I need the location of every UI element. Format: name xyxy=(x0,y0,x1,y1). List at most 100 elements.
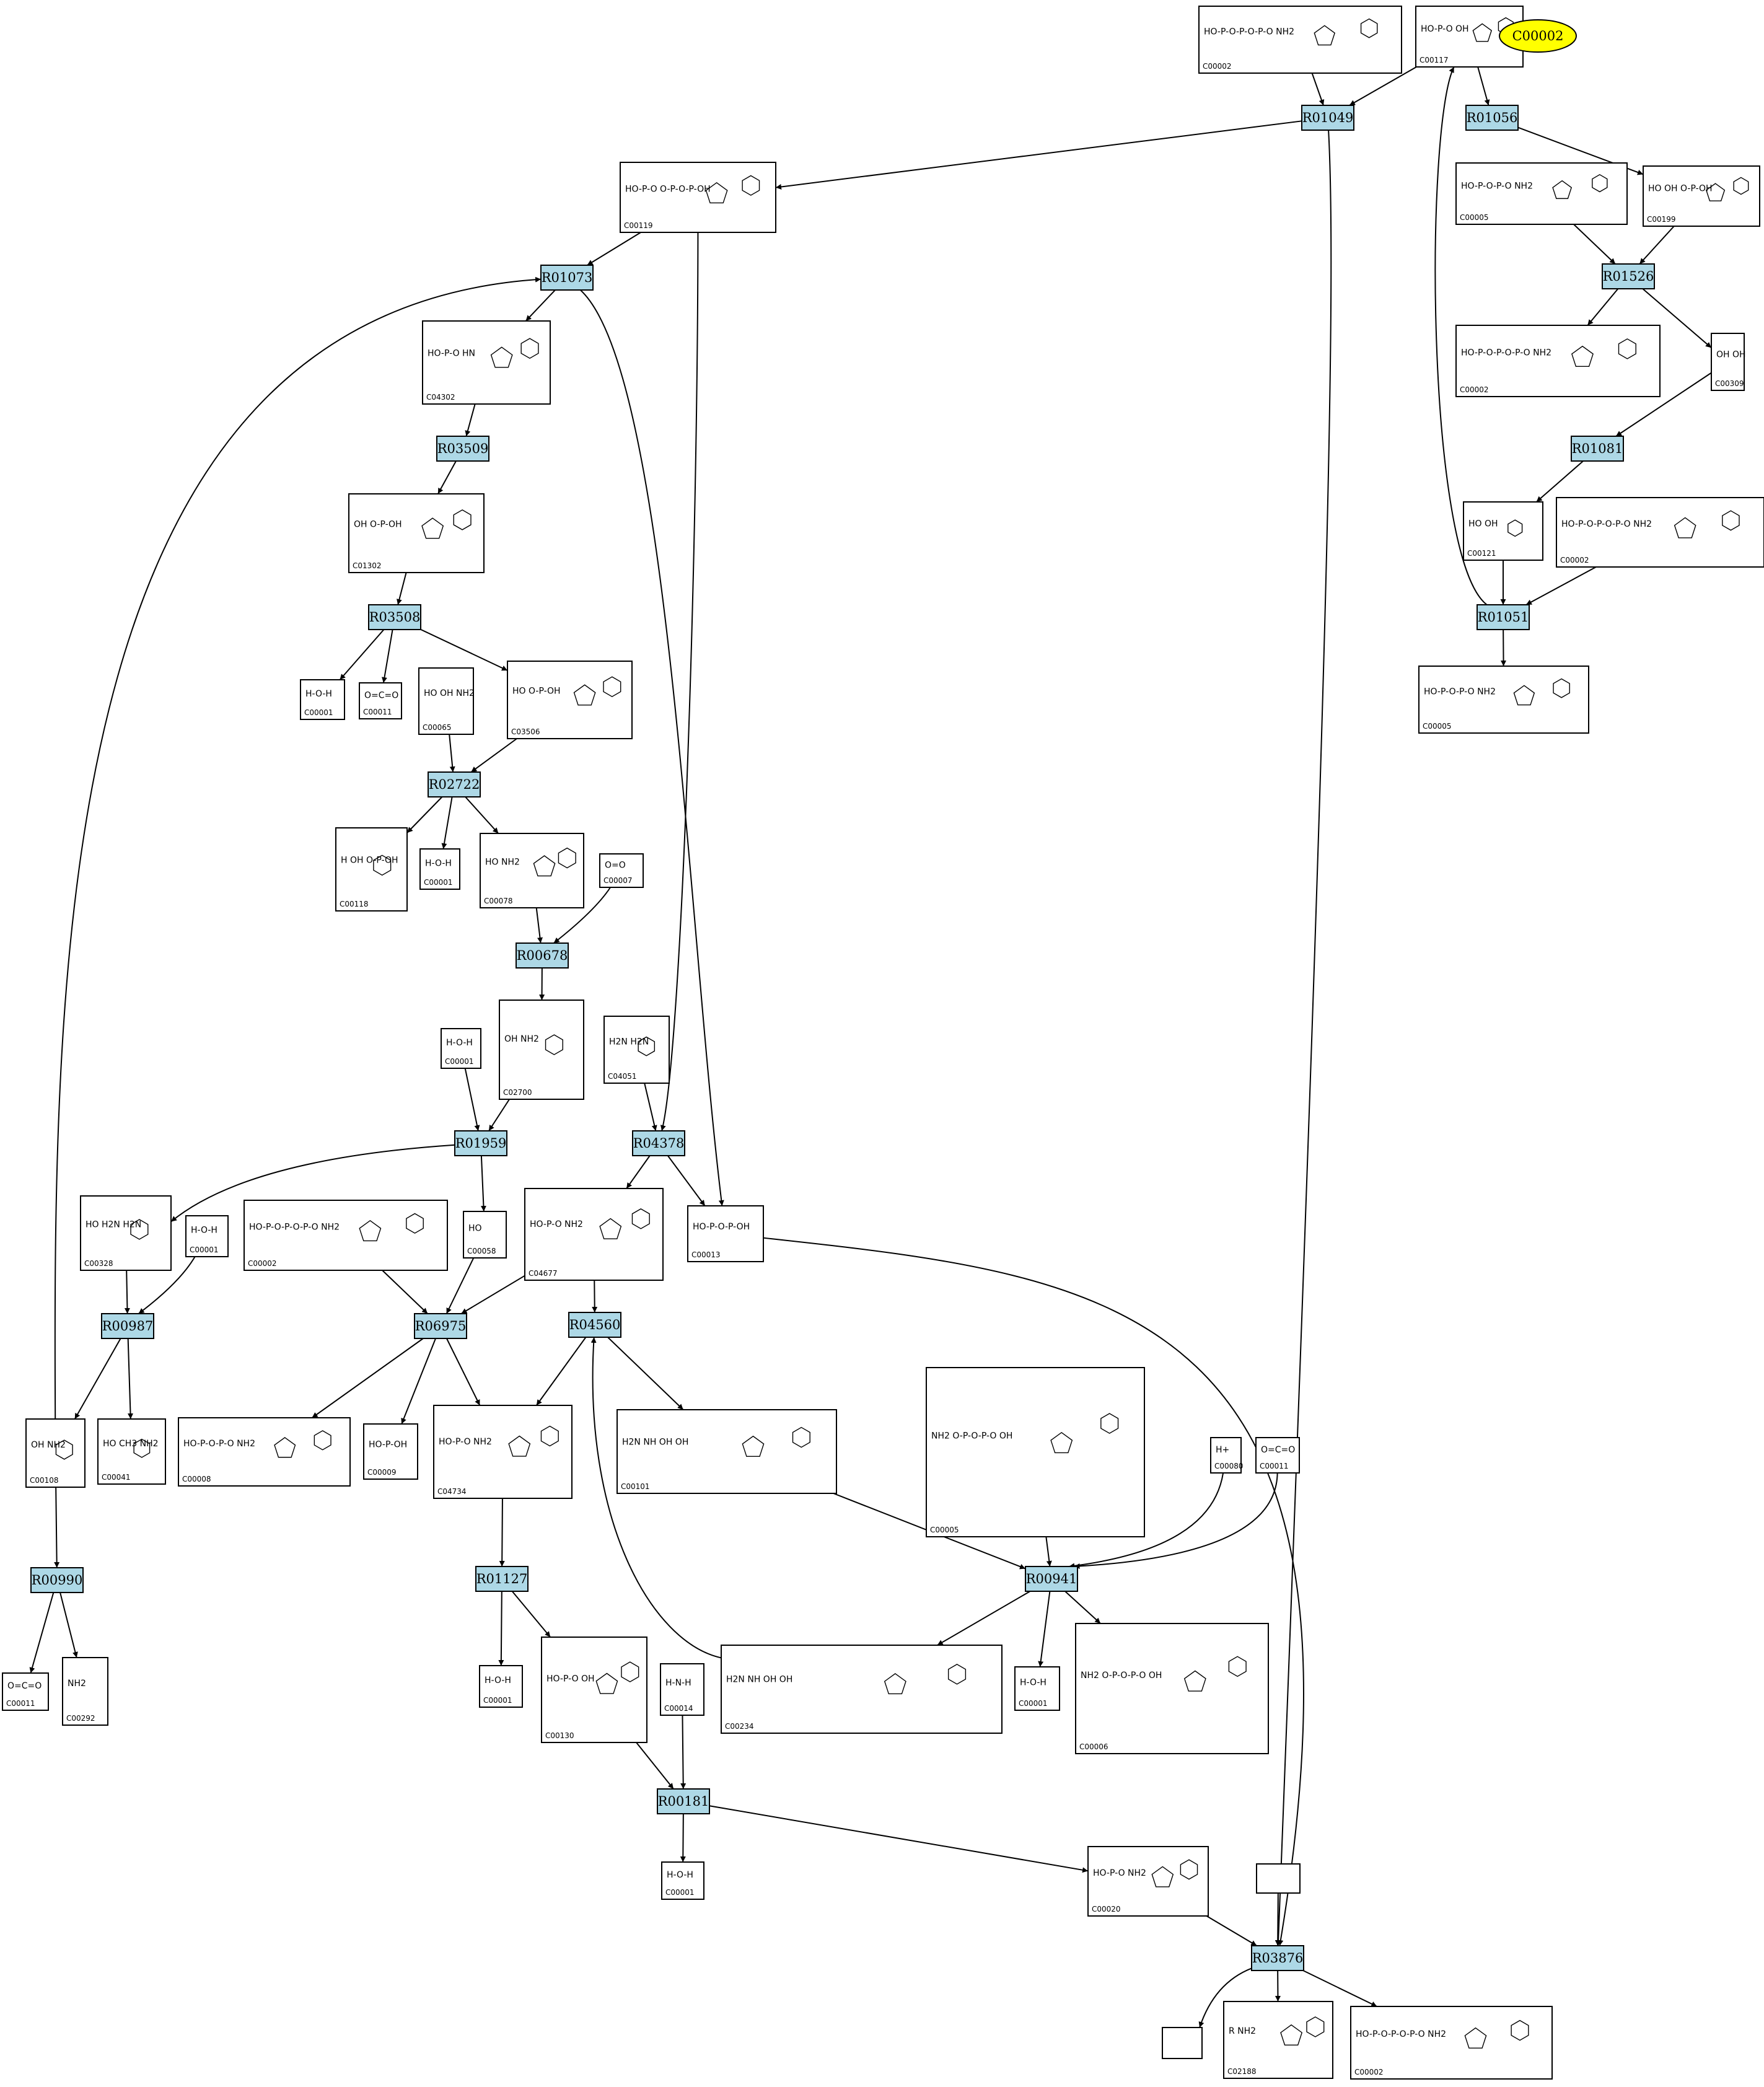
reaction-r01049[interactable]: R01049 xyxy=(1301,105,1354,131)
reaction-r00990[interactable]: R00990 xyxy=(30,1567,84,1593)
structure-text: HO-P-O-P-O NH2 xyxy=(1424,687,1496,696)
reaction-r00678[interactable]: R00678 xyxy=(516,942,569,969)
reaction-r01056[interactable]: R01056 xyxy=(1465,105,1519,131)
structure-ring xyxy=(406,1213,424,1234)
reaction-r00987[interactable]: R00987 xyxy=(101,1313,154,1339)
highlight-compound-c00002[interactable]: C00002 xyxy=(1499,19,1577,53)
edge-R04560-to-c00101 xyxy=(607,1337,684,1410)
compound-box xyxy=(348,493,485,573)
structure-ring xyxy=(373,855,392,876)
structure-ring xyxy=(314,1430,331,1451)
reaction-r02722[interactable]: R02722 xyxy=(428,771,481,797)
structure-text: H2N NH OH OH xyxy=(726,1675,792,1685)
compound-empty1[interactable] xyxy=(1256,1863,1301,1894)
edge-R01959-to-c00058 xyxy=(480,1155,486,1212)
reaction-r00941[interactable]: R00941 xyxy=(1025,1566,1078,1592)
compound-id-label: C04302 xyxy=(426,393,455,402)
structure-ring xyxy=(558,847,576,869)
reaction-r01127[interactable]: R01127 xyxy=(475,1566,529,1592)
structure-text: H-O-H xyxy=(446,1038,473,1048)
structure-ring xyxy=(359,1219,382,1242)
structure-text: HO-P-O-P-O NH2 xyxy=(183,1439,255,1449)
structure-ring xyxy=(1228,1656,1247,1677)
reaction-label: R03508 xyxy=(369,610,421,625)
edge-c00078-to-R00678 xyxy=(535,907,543,944)
structure-ring xyxy=(1180,1859,1198,1880)
structure-text: HO-P-O-P-O-P-O NH2 xyxy=(1204,27,1294,37)
structure-ring xyxy=(884,1673,906,1695)
compound-c00080[interactable]: H+C00080 xyxy=(1210,1437,1244,1474)
reaction-r01073[interactable]: R01073 xyxy=(540,265,594,291)
compound-id-label: C00292 xyxy=(66,1714,95,1723)
reaction-r06975[interactable]: R06975 xyxy=(414,1313,467,1339)
reaction-r03876[interactable]: R03876 xyxy=(1251,1945,1304,1971)
structure-ring xyxy=(1552,180,1573,200)
reaction-r01081[interactable]: R01081 xyxy=(1571,436,1624,462)
reaction-r03508[interactable]: R03508 xyxy=(368,604,421,630)
structure-text: OH O-P-OH xyxy=(354,519,402,529)
reaction-r01526[interactable]: R01526 xyxy=(1602,263,1655,289)
structure-ring xyxy=(453,509,472,530)
structure-ring xyxy=(603,676,621,698)
reaction-r01959[interactable]: R01959 xyxy=(454,1130,507,1156)
reaction-r01051[interactable]: R01051 xyxy=(1477,604,1530,630)
reaction-r04560[interactable]: R04560 xyxy=(568,1312,621,1338)
compound-id-label: C00006 xyxy=(1079,1742,1108,1751)
structure-ring xyxy=(1722,510,1740,531)
compound-id-label: C00002 xyxy=(248,1259,277,1268)
compound-empty2[interactable] xyxy=(1162,2027,1203,2059)
reaction-r03509[interactable]: R03509 xyxy=(436,436,489,462)
reaction-r00181[interactable]: R00181 xyxy=(657,1788,710,1814)
edge-R01049-to-R03876 xyxy=(1275,130,1332,1946)
reaction-r04378[interactable]: R04378 xyxy=(632,1130,685,1156)
